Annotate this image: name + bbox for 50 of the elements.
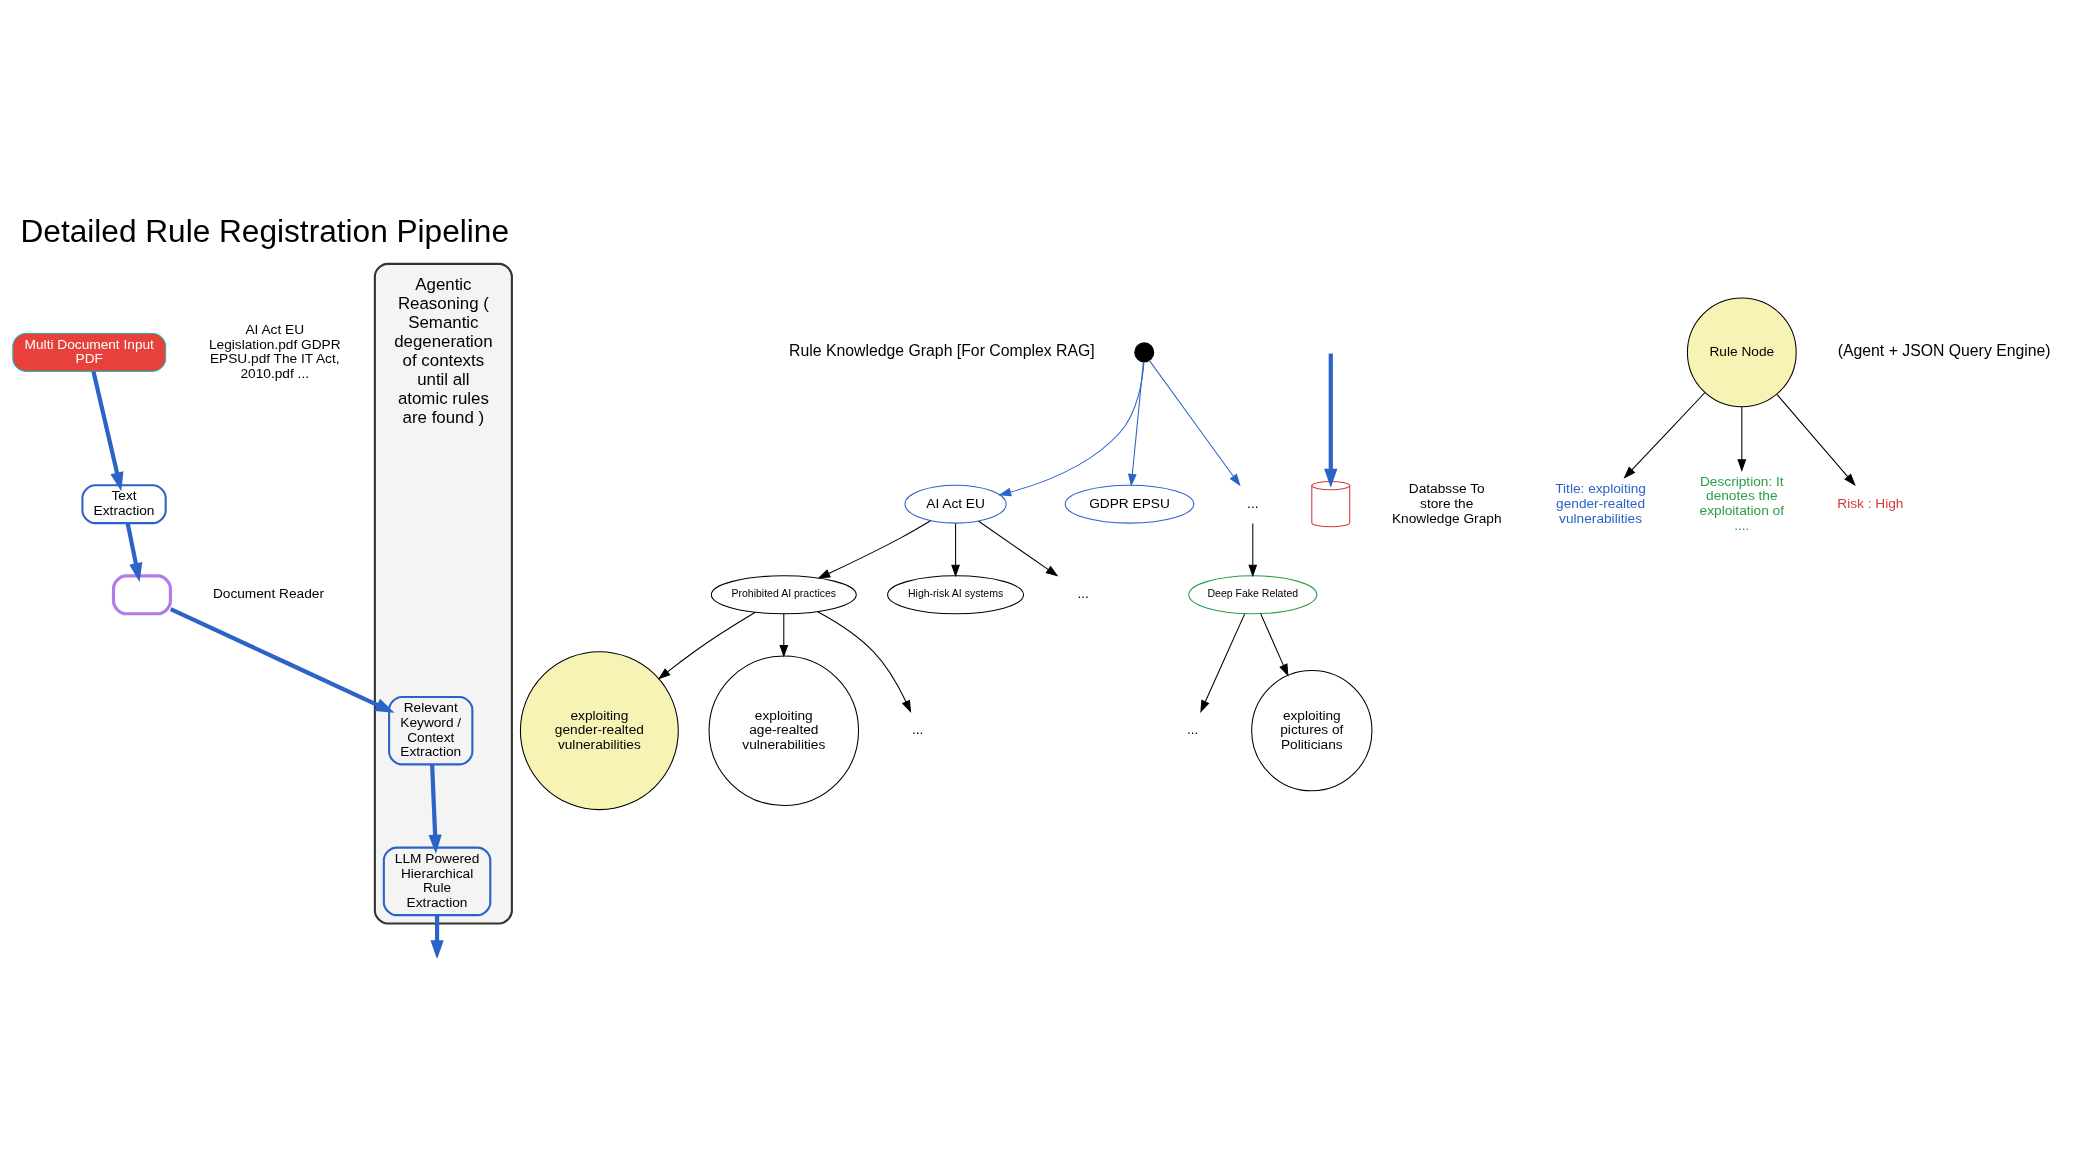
node-circle: exploiting gender-realted vulnerabilities	[519, 651, 679, 811]
node-text: Title: exploiting gender-realted vulnerabilities	[1555, 480, 1646, 526]
node-ellipse: Prohibited AI practices	[710, 575, 857, 615]
node-ellipse: GDPR EPSU	[1064, 484, 1195, 524]
arrow	[1623, 392, 1706, 479]
node-text: Risk : High	[1837, 495, 1904, 511]
node-label: AI Act EU Legislation.pdf GDPR EPSU.pdf The IT Act, 2010.pdf ...	[208, 321, 341, 382]
node-label: Databsse To store the Knowledge Graph	[1391, 480, 1502, 526]
node-box	[111, 574, 172, 616]
node-text: ...	[1247, 495, 1259, 511]
arrow	[1776, 393, 1856, 487]
node-box: LLM Powered Hierarchical Rule Extraction	[382, 846, 492, 917]
arrow	[125, 523, 143, 582]
arrow	[1737, 406, 1747, 472]
node-circle: exploiting age-realted vulnerabilities	[708, 655, 860, 806]
node-ellipse: Deep Fake Related	[1188, 575, 1318, 615]
arrow	[817, 520, 931, 579]
node-ellipse: AI Act EU	[904, 484, 1007, 524]
label: (Agent + JSON Query Engine)	[1837, 342, 2051, 360]
arrow	[779, 613, 789, 658]
node-box: Relevant Keyword / Context Extraction	[388, 695, 474, 766]
node-circle	[1134, 342, 1155, 363]
node-text: ...	[1077, 586, 1089, 602]
arrow	[169, 607, 395, 713]
arrow	[951, 523, 960, 578]
arrow	[1260, 613, 1289, 677]
node-box: Multi Document Input PDF	[12, 332, 167, 372]
arrow	[657, 611, 756, 680]
arrow	[1127, 361, 1144, 487]
node-ellipse: High-risk AI systems	[887, 575, 1025, 615]
arrow	[817, 611, 912, 714]
node-circle: Rule Node	[1686, 297, 1797, 408]
node-box: Text Extraction	[81, 484, 167, 525]
arrow	[1324, 353, 1338, 488]
arrow	[430, 915, 444, 958]
arrow	[428, 764, 442, 854]
node-text: Description: It denotes the exploitation of ....	[1699, 473, 1785, 533]
node-text: ...	[911, 722, 924, 738]
arrow	[91, 371, 124, 492]
node-circle: exploiting pictures of Politicians	[1251, 670, 1373, 792]
arrow	[978, 520, 1059, 577]
arrow	[1248, 523, 1258, 578]
node-label: Agentic Reasoning ( Semantic degeneration of contexts until all atomic rules are found )	[394, 274, 493, 427]
arrow	[998, 361, 1145, 497]
node-label: Document Reader	[212, 586, 324, 602]
label: Rule Knowledge Graph [For Complex RAG]	[789, 342, 1095, 360]
diagram-title: Detailed Rule Registration Pipeline	[20, 212, 509, 249]
node-text: ...	[1187, 722, 1199, 738]
arrow	[1148, 360, 1241, 487]
arrow	[1200, 613, 1246, 713]
